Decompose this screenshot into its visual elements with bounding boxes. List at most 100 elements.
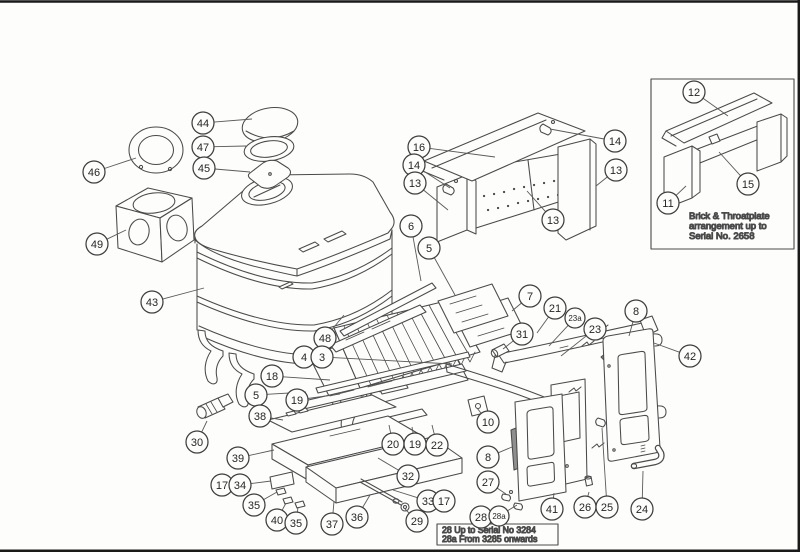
callout-23a: 23a (548, 307, 586, 347)
leader-line (104, 157, 137, 169)
callout-17: 17 (432, 489, 456, 513)
callout-circle (564, 307, 586, 329)
leader-line (595, 176, 608, 187)
callout-number: 13 (409, 178, 421, 190)
callout-number: 8 (485, 452, 491, 464)
callout-44: 44 (191, 111, 253, 135)
leader-line (628, 321, 634, 337)
callout-circle (476, 445, 500, 469)
callout-number: 41 (546, 504, 558, 516)
callout-circle (604, 158, 628, 182)
inset-caption-line-2: arrangement up to (689, 221, 767, 232)
leader-line (641, 470, 644, 499)
leader-line (526, 190, 547, 213)
leader-line (362, 494, 371, 508)
callout-12: 12 (682, 80, 729, 117)
callout-number: 20 (387, 439, 399, 451)
leader-line (213, 118, 253, 123)
callout-number: 25 (601, 502, 613, 514)
callout-number: 12 (688, 87, 700, 99)
callout-3: 3 (310, 345, 453, 369)
callout-number: 23a (568, 314, 582, 323)
callout-number: 16 (413, 142, 425, 154)
callout-49: 49 (85, 229, 127, 256)
callout-circle (228, 473, 252, 497)
callout-circle (345, 505, 369, 529)
leader-line (201, 420, 208, 433)
callout-number: 15 (742, 179, 754, 191)
callout-circle (541, 208, 565, 232)
callout-number: 40 (271, 515, 283, 527)
leader-line (429, 147, 496, 158)
callout-21: 21 (536, 296, 567, 334)
callout-circle (678, 344, 702, 368)
leader-line (248, 449, 275, 457)
callout-circle (285, 388, 309, 412)
callout-circle (85, 232, 109, 256)
leader-line (511, 302, 522, 312)
callout-17: 17 (210, 473, 234, 497)
serial-note-line-1: 28 Up to Serial No 3284 (442, 525, 536, 535)
callout-number: 28 (475, 512, 487, 524)
callout-number: 10 (482, 417, 494, 429)
leader-line (214, 168, 251, 173)
callout-number: 43 (146, 297, 158, 309)
callout-circle (185, 430, 209, 454)
callout-39: 39 (226, 446, 275, 470)
callout-number: 48 (319, 333, 331, 345)
part-brick-clips (442, 119, 556, 196)
leader-line (282, 376, 331, 381)
leader-line (281, 502, 287, 511)
callout-13: 13 (526, 190, 565, 232)
callout-circle (656, 191, 680, 215)
part-flue-elbow (115, 187, 195, 263)
leader-line (502, 340, 514, 350)
callout-number: 33 (422, 496, 434, 508)
callout-40: 40 (265, 502, 289, 532)
callout-34: 34 (228, 473, 272, 497)
callout-circle (682, 80, 706, 104)
callout-circle (540, 497, 564, 521)
callout-38: 38 (248, 404, 284, 428)
callout-circle (476, 410, 500, 434)
leader-line (560, 335, 587, 357)
callout-circle (140, 290, 164, 314)
callout-46: 46 (82, 157, 137, 184)
leader-line (377, 457, 399, 471)
callout-41: 41 (540, 492, 564, 521)
leader-line (213, 145, 247, 148)
callout-25: 25 (595, 427, 619, 519)
callout-32: 32 (377, 457, 420, 488)
callout-26: 26 (573, 491, 597, 519)
callout-13: 13 (403, 171, 449, 211)
callout-19: 19 (285, 388, 341, 412)
part-outer-door (602, 328, 667, 462)
callout-circle (488, 505, 510, 527)
part-inner-door (510, 393, 567, 502)
callout-circle (624, 299, 648, 323)
callout-20: 20 (381, 424, 405, 456)
callout-number: 36 (351, 512, 363, 524)
leader-line (423, 170, 451, 189)
callout-circle (736, 172, 760, 196)
callout-number: 14 (408, 160, 420, 172)
callout-number: 24 (636, 504, 648, 516)
callout-circle (603, 129, 627, 153)
callout-number: 35 (290, 518, 302, 530)
callout-number: 49 (91, 239, 103, 251)
callout-number: 19 (291, 395, 303, 407)
leader-line (270, 417, 284, 421)
callout-circle (595, 495, 619, 519)
callout-8: 8 (624, 299, 648, 337)
callout-6: 6 (399, 214, 423, 282)
callout-number: 6 (408, 221, 414, 233)
leader-line (250, 480, 272, 485)
callout-number: 5 (426, 243, 432, 255)
leader-line (431, 424, 435, 435)
leader-line (498, 446, 513, 454)
leader-line (162, 287, 205, 300)
callout-number: 32 (402, 471, 414, 483)
callout-19: 19 (403, 426, 427, 456)
